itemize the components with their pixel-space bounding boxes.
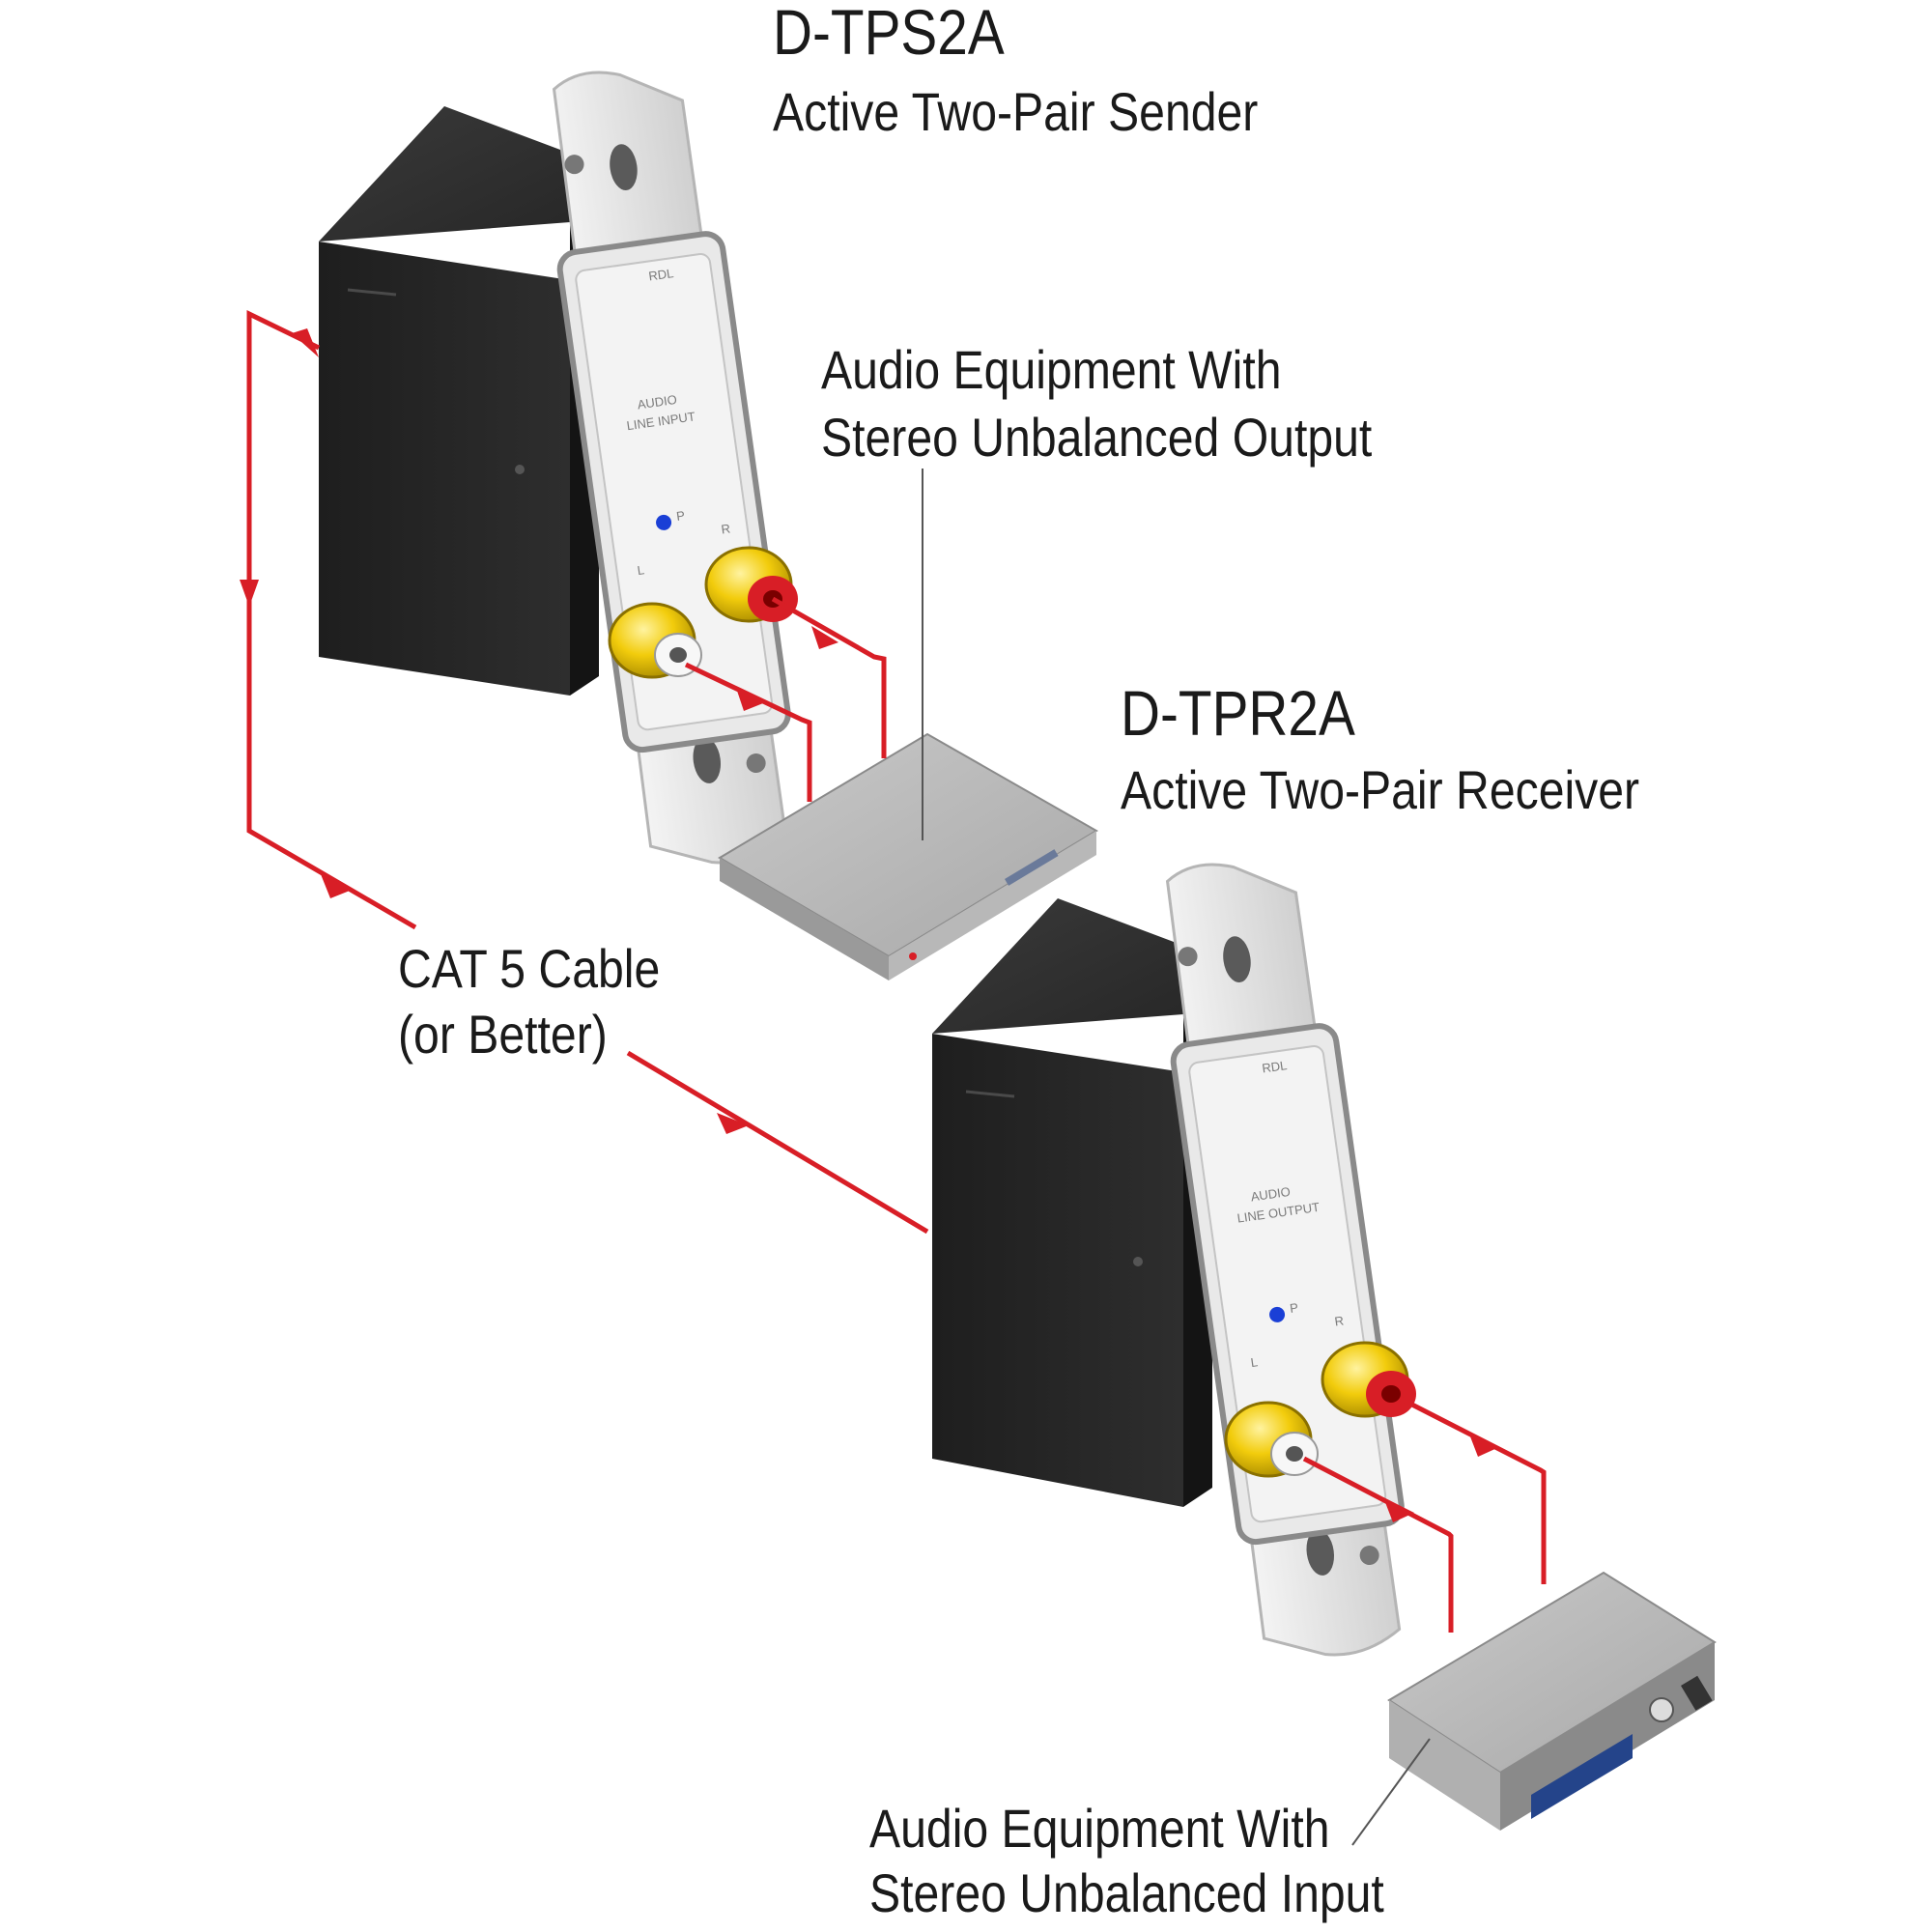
arrow-source-left [736, 688, 763, 711]
sender-faceplate-label-1: AUDIO [637, 392, 678, 412]
sender-power-led [656, 514, 672, 530]
receiver-right-to-destination-wire [1399, 1396, 1547, 1584]
sender-jack-right-label: R [721, 521, 731, 536]
source-equipment-label-line1: Audio Equipment With [821, 339, 1282, 400]
cable-label-line1: CAT 5 Cable [398, 938, 661, 999]
source-to-sender-right-wire [771, 596, 887, 758]
arrow-cat5-right [321, 874, 350, 898]
arrow-receiver-right [1468, 1432, 1499, 1457]
sender-brand-mark: RDL [647, 266, 674, 283]
sender-rca-jack-right [704, 546, 798, 623]
receiver-brand-mark: RDL [1261, 1058, 1288, 1075]
receiver-back-box-front [932, 1034, 1183, 1507]
sender-model-title: D-TPS2A [773, 0, 1005, 68]
receiver-model-title: D-TPR2A [1121, 677, 1355, 749]
receiver-jack-left-label: L [1250, 1354, 1259, 1370]
sender-led-label: P [675, 508, 686, 524]
receiver-jack-right-label: R [1334, 1313, 1345, 1328]
receiver-rca-jack-right [1321, 1341, 1416, 1418]
sender-back-box-top [319, 106, 599, 242]
receiver-faceplate-label-1: AUDIO [1250, 1184, 1292, 1205]
source-to-sender-left-wire [684, 662, 812, 802]
receiver-led-label: P [1289, 1300, 1299, 1316]
wire-arrows [240, 328, 1499, 1522]
sender-wall-plate-unit: RDL AUDIO LINE INPUT P L R [319, 71, 798, 865]
cat5-cable-upper-path [246, 310, 417, 930]
sender-back-box-front [319, 242, 570, 696]
cat5-cable-lower-path [626, 1050, 929, 1235]
sender-description: Active Two-Pair Sender [773, 81, 1259, 142]
sender-jack-left-label: L [637, 562, 645, 578]
receiver-left-to-destination-wire [1302, 1456, 1454, 1633]
arrow-receiver-left [1383, 1497, 1414, 1522]
arrow-source-right [811, 626, 838, 649]
source-equipment-label-line2: Stereo Unbalanced Output [821, 407, 1373, 468]
receiver-power-led [1269, 1306, 1286, 1322]
destination-equipment-leader-line [1351, 1738, 1431, 1846]
arrow-cat5-to-receiver [717, 1113, 749, 1134]
receiver-description: Active Two-Pair Receiver [1121, 759, 1640, 820]
destination-equipment-label-line1: Audio Equipment With [869, 1798, 1330, 1859]
source-audio-equipment [718, 732, 1098, 980]
arrow-cat5-top [292, 328, 319, 357]
destination-audio-equipment [1387, 1571, 1717, 1831]
receiver-back-box-top [932, 898, 1212, 1034]
arrow-cat5-down [240, 580, 259, 607]
destination-equipment-label-line2: Stereo Unbalanced Input [869, 1862, 1384, 1923]
receiver-wall-plate-unit: RDL AUDIO LINE OUTPUT P L R [932, 863, 1416, 1657]
cable-label-line2: (or Better) [398, 1004, 608, 1065]
receiver-rca-jack-left [1224, 1401, 1319, 1478]
